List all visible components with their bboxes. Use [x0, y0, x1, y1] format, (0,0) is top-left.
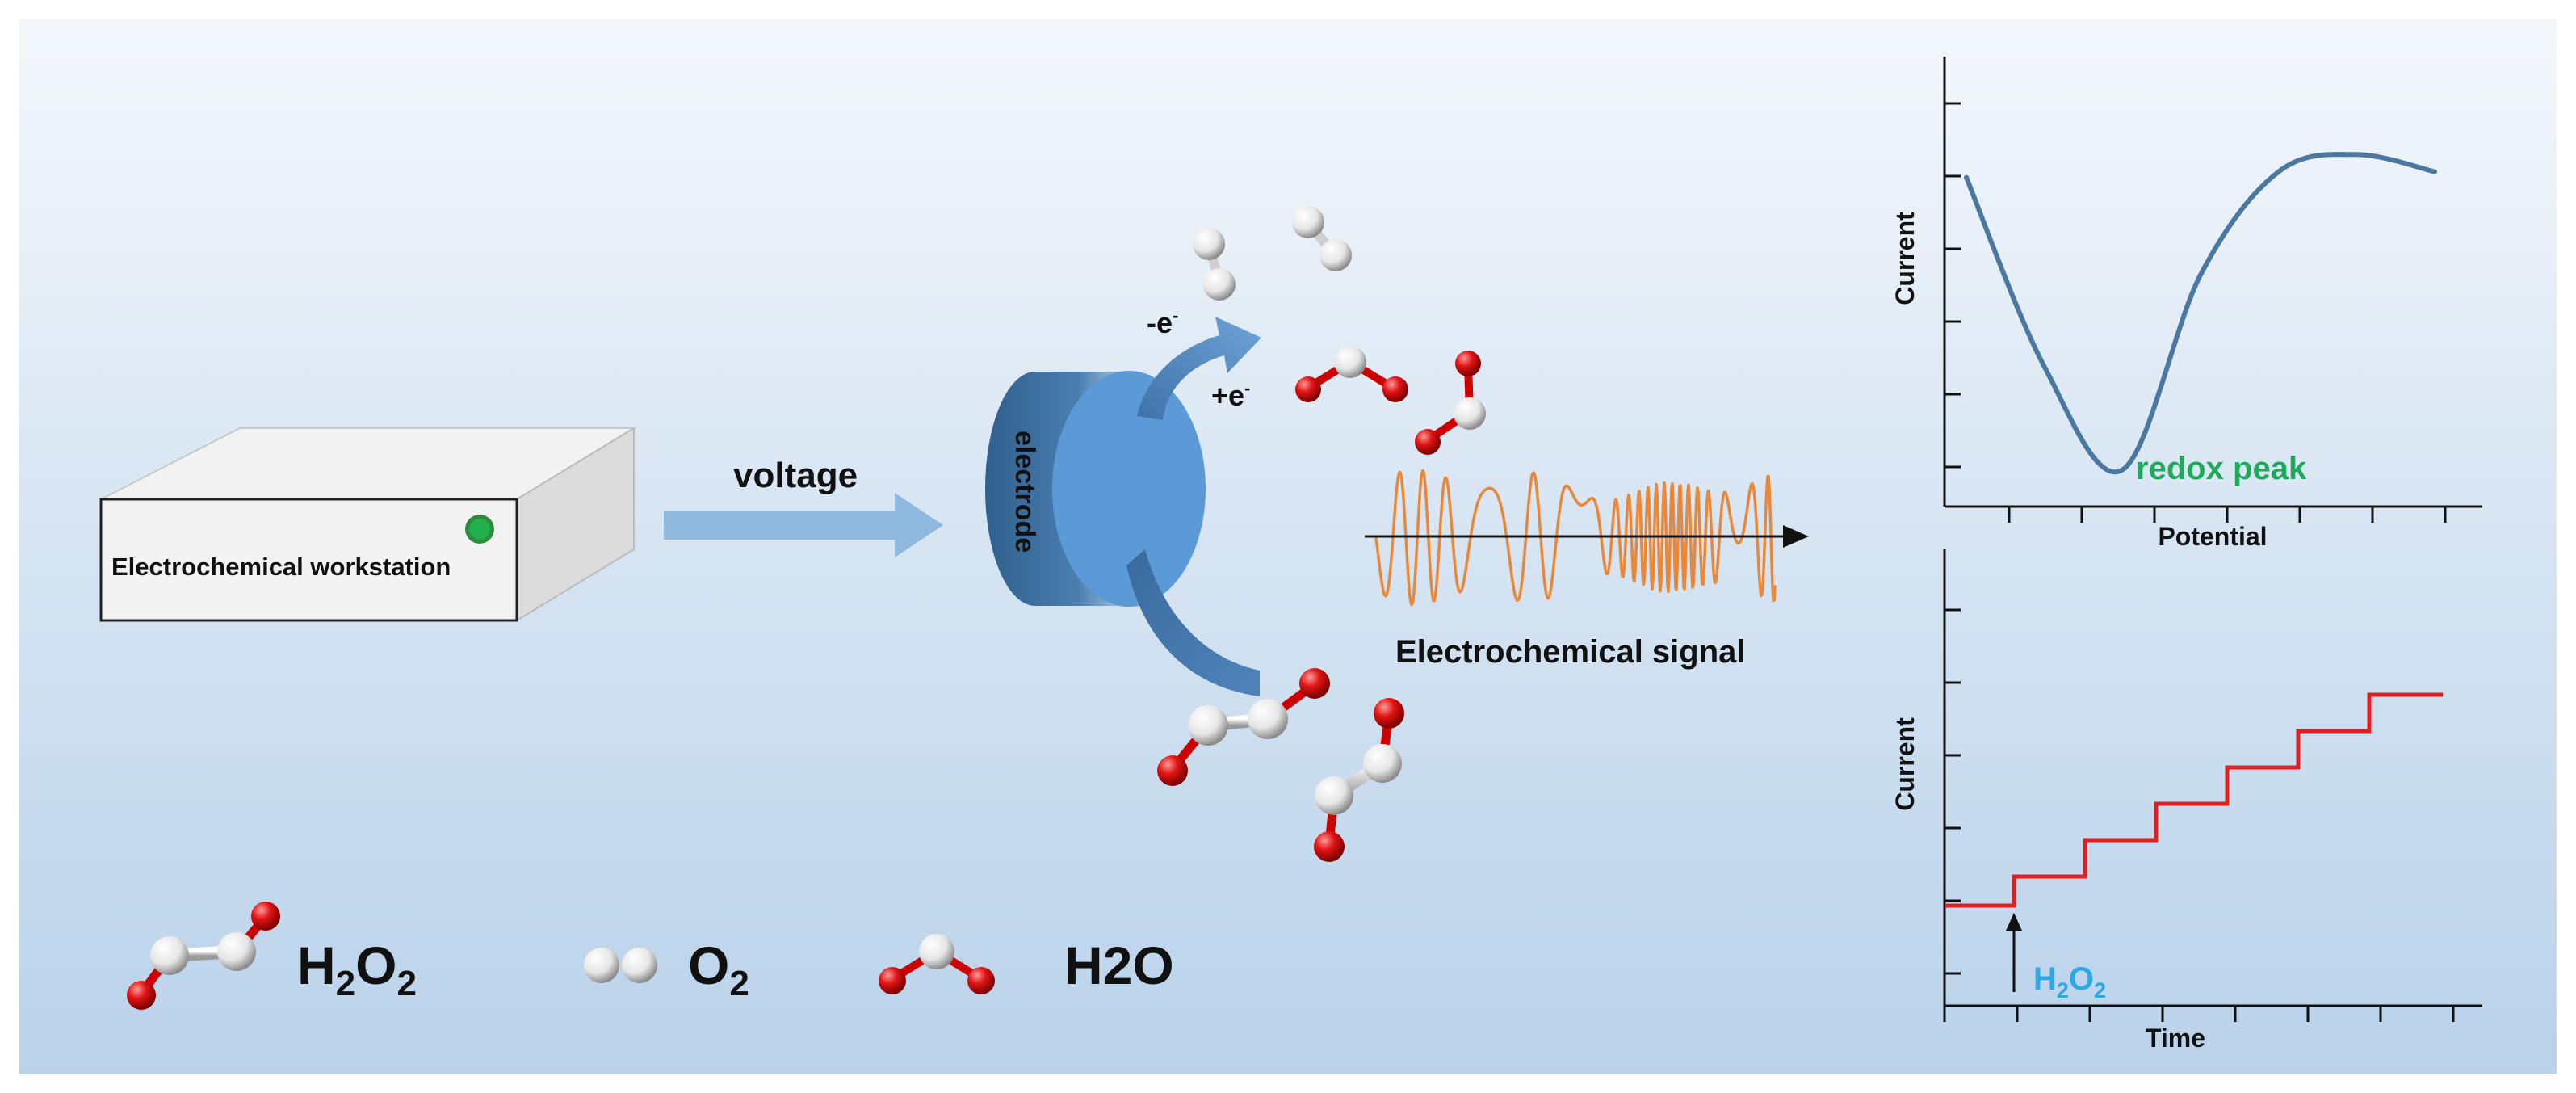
step-y-label: Current [1890, 717, 1919, 811]
electrode-face [1052, 371, 1206, 607]
signal-axis-arrow-icon [1783, 525, 1809, 548]
legend: H2O2 O2 H2O [127, 902, 1174, 1010]
reduction-label: +e- [1211, 378, 1250, 412]
signal-wave [1374, 469, 1777, 607]
workstation-front [99, 498, 518, 622]
cv-chart: redox peak Potential Current [1890, 57, 2482, 551]
oxidation-label: -e- [1147, 305, 1178, 339]
legend-o2-label: O2 [688, 935, 749, 1003]
voltage-label: voltage [733, 456, 858, 495]
reduction-arrow-shape [1126, 549, 1260, 696]
legend-h2o-icon [879, 934, 995, 994]
step-y-ticks [1945, 608, 1961, 975]
cv-y-ticks [1945, 102, 1961, 469]
o2-molecule [1193, 228, 1236, 301]
oxidation-arrow [1137, 317, 1261, 420]
redox-peak-label: redox peak [2136, 451, 2307, 486]
oxidation-arrow-shape [1137, 317, 1261, 420]
injection-label: H2O2 [2033, 961, 2106, 1003]
legend-o2-icon [584, 948, 657, 983]
power-indicator-light [469, 519, 490, 540]
voltage-arrow-shape [664, 493, 943, 557]
signal-label: Electrochemical signal [1395, 634, 1746, 670]
injection-arrow-icon [2006, 913, 2022, 931]
step-chart: H2O2 Time Current [1890, 549, 2482, 1053]
electrode: electrode [985, 371, 1206, 607]
o2-molecule [1292, 206, 1352, 271]
step-line [1945, 692, 2443, 908]
h2o2-molecule [1314, 698, 1404, 862]
workstation: Electrochemical workstation [99, 427, 637, 622]
voltage-arrow: voltage [664, 456, 943, 557]
signal: Electrochemical signal [1365, 469, 1809, 670]
h2o-molecule [1295, 346, 1408, 402]
electrode-label: electrode [1009, 431, 1040, 553]
legend-h2o2-icon [127, 902, 280, 1010]
cv-y-label: Current [1890, 212, 1919, 305]
h2o2-molecule [1157, 668, 1330, 786]
step-x-label: Time [2146, 1024, 2205, 1053]
reduction-arrow [1126, 549, 1260, 696]
step-x-ticks [1943, 1006, 2455, 1022]
legend-h2o-label: H2O [1064, 935, 1174, 995]
cv-curve [1964, 152, 2437, 475]
cv-x-label: Potential [2158, 522, 2267, 551]
h2o-molecule [1415, 351, 1486, 455]
legend-h2o2-label: H2O2 [297, 935, 417, 1003]
workstation-label: Electrochemical workstation [111, 553, 451, 581]
cv-x-ticks [2008, 507, 2447, 523]
